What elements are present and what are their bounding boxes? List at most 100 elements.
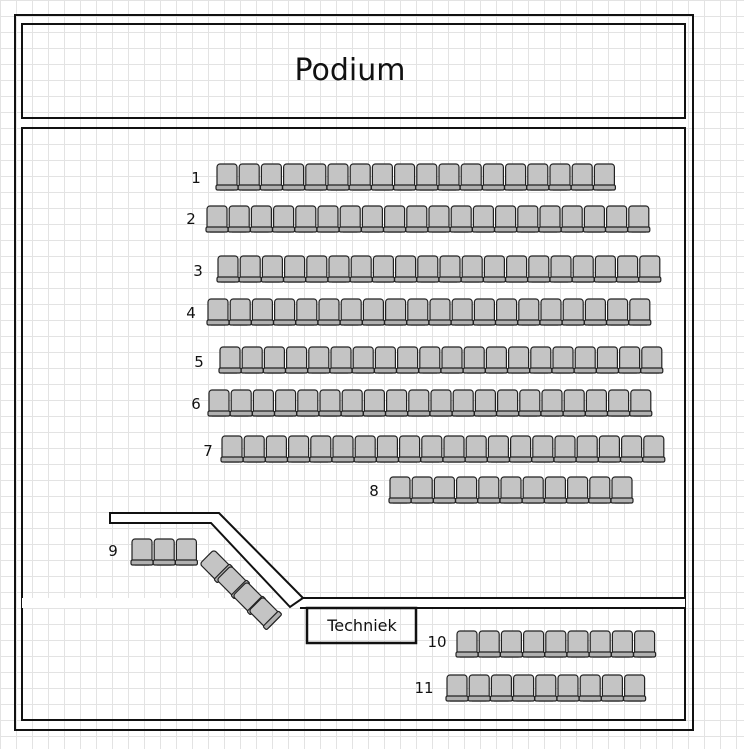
seat[interactable] xyxy=(534,674,558,702)
seat[interactable] xyxy=(294,205,318,233)
seat[interactable] xyxy=(296,389,320,417)
seat[interactable] xyxy=(455,476,479,504)
seat[interactable] xyxy=(629,389,653,417)
seat[interactable] xyxy=(375,435,399,463)
seat[interactable] xyxy=(440,346,464,374)
seat[interactable] xyxy=(385,389,409,417)
seat[interactable] xyxy=(511,674,536,702)
seat[interactable] xyxy=(340,389,364,417)
seat[interactable] xyxy=(455,630,479,658)
seat[interactable] xyxy=(632,630,657,658)
seat[interactable] xyxy=(617,346,642,374)
seat[interactable] xyxy=(588,630,612,658)
seat[interactable] xyxy=(370,163,394,191)
seat[interactable] xyxy=(606,389,631,417)
seat[interactable] xyxy=(242,435,266,463)
seat[interactable] xyxy=(600,674,625,702)
seat[interactable] xyxy=(339,298,363,326)
seat[interactable] xyxy=(462,346,486,374)
seat[interactable] xyxy=(130,538,154,566)
seat[interactable] xyxy=(638,255,662,283)
seat[interactable] xyxy=(251,389,275,417)
seat[interactable] xyxy=(449,205,473,233)
seat[interactable] xyxy=(627,205,651,233)
seat[interactable] xyxy=(248,596,282,630)
seat[interactable] xyxy=(622,674,647,702)
seat[interactable] xyxy=(438,255,462,283)
seat[interactable] xyxy=(152,538,176,566)
seat[interactable] xyxy=(237,163,261,191)
seat[interactable] xyxy=(442,435,466,463)
seat[interactable] xyxy=(529,346,553,374)
seat[interactable] xyxy=(396,346,420,374)
seat[interactable] xyxy=(539,298,563,326)
seat[interactable] xyxy=(348,163,372,191)
seat[interactable] xyxy=(565,476,590,504)
seat[interactable] xyxy=(477,630,501,658)
seat[interactable] xyxy=(531,435,555,463)
seat[interactable] xyxy=(597,435,622,463)
seat[interactable] xyxy=(504,163,528,191)
seat[interactable] xyxy=(216,255,240,283)
seat[interactable] xyxy=(566,630,590,658)
seat[interactable] xyxy=(593,255,618,283)
seat[interactable] xyxy=(464,435,488,463)
seat[interactable] xyxy=(486,435,510,463)
seat[interactable] xyxy=(551,346,575,374)
seat[interactable] xyxy=(595,346,620,374)
seat[interactable] xyxy=(489,674,513,702)
seat[interactable] xyxy=(362,389,386,417)
seat[interactable] xyxy=(384,298,408,326)
seat[interactable] xyxy=(295,298,319,326)
seat[interactable] xyxy=(407,389,431,417)
seat[interactable] xyxy=(361,298,385,326)
seat[interactable] xyxy=(207,389,231,417)
seat[interactable] xyxy=(582,205,607,233)
seat[interactable] xyxy=(521,476,545,504)
seat[interactable] xyxy=(329,346,353,374)
seat[interactable] xyxy=(459,163,483,191)
seat[interactable] xyxy=(305,255,329,283)
seat[interactable] xyxy=(240,346,264,374)
seat[interactable] xyxy=(349,255,373,283)
seat[interactable] xyxy=(383,205,407,233)
seat[interactable] xyxy=(610,630,635,658)
seat[interactable] xyxy=(509,435,533,463)
seat[interactable] xyxy=(227,205,251,233)
seat[interactable] xyxy=(526,163,550,191)
seat[interactable] xyxy=(610,476,634,504)
seat[interactable] xyxy=(405,205,429,233)
seat[interactable] xyxy=(561,298,585,326)
seat[interactable] xyxy=(316,205,340,233)
seat[interactable] xyxy=(264,435,288,463)
seat[interactable] xyxy=(527,255,551,283)
seat[interactable] xyxy=(437,163,461,191)
seat[interactable] xyxy=(371,255,395,283)
seat[interactable] xyxy=(418,346,442,374)
seat[interactable] xyxy=(573,346,597,374)
seat[interactable] xyxy=(495,298,519,326)
seat[interactable] xyxy=(309,435,333,463)
seat[interactable] xyxy=(262,346,286,374)
seat[interactable] xyxy=(406,298,430,326)
seat[interactable] xyxy=(640,346,664,374)
seat[interactable] xyxy=(571,255,595,283)
seat[interactable] xyxy=(494,205,518,233)
seat[interactable] xyxy=(540,389,564,417)
seat[interactable] xyxy=(287,435,311,463)
seat[interactable] xyxy=(481,163,505,191)
seat[interactable] xyxy=(215,163,239,191)
seat[interactable] xyxy=(317,298,341,326)
seat[interactable] xyxy=(472,298,496,326)
seat[interactable] xyxy=(499,630,523,658)
seat[interactable] xyxy=(228,298,252,326)
seat[interactable] xyxy=(205,205,229,233)
seat[interactable] xyxy=(353,435,377,463)
seat[interactable] xyxy=(583,298,608,326)
seat[interactable] xyxy=(604,205,629,233)
seat[interactable] xyxy=(471,205,495,233)
seat[interactable] xyxy=(307,346,331,374)
seat[interactable] xyxy=(460,255,484,283)
seat[interactable] xyxy=(615,255,640,283)
seat[interactable] xyxy=(388,476,412,504)
